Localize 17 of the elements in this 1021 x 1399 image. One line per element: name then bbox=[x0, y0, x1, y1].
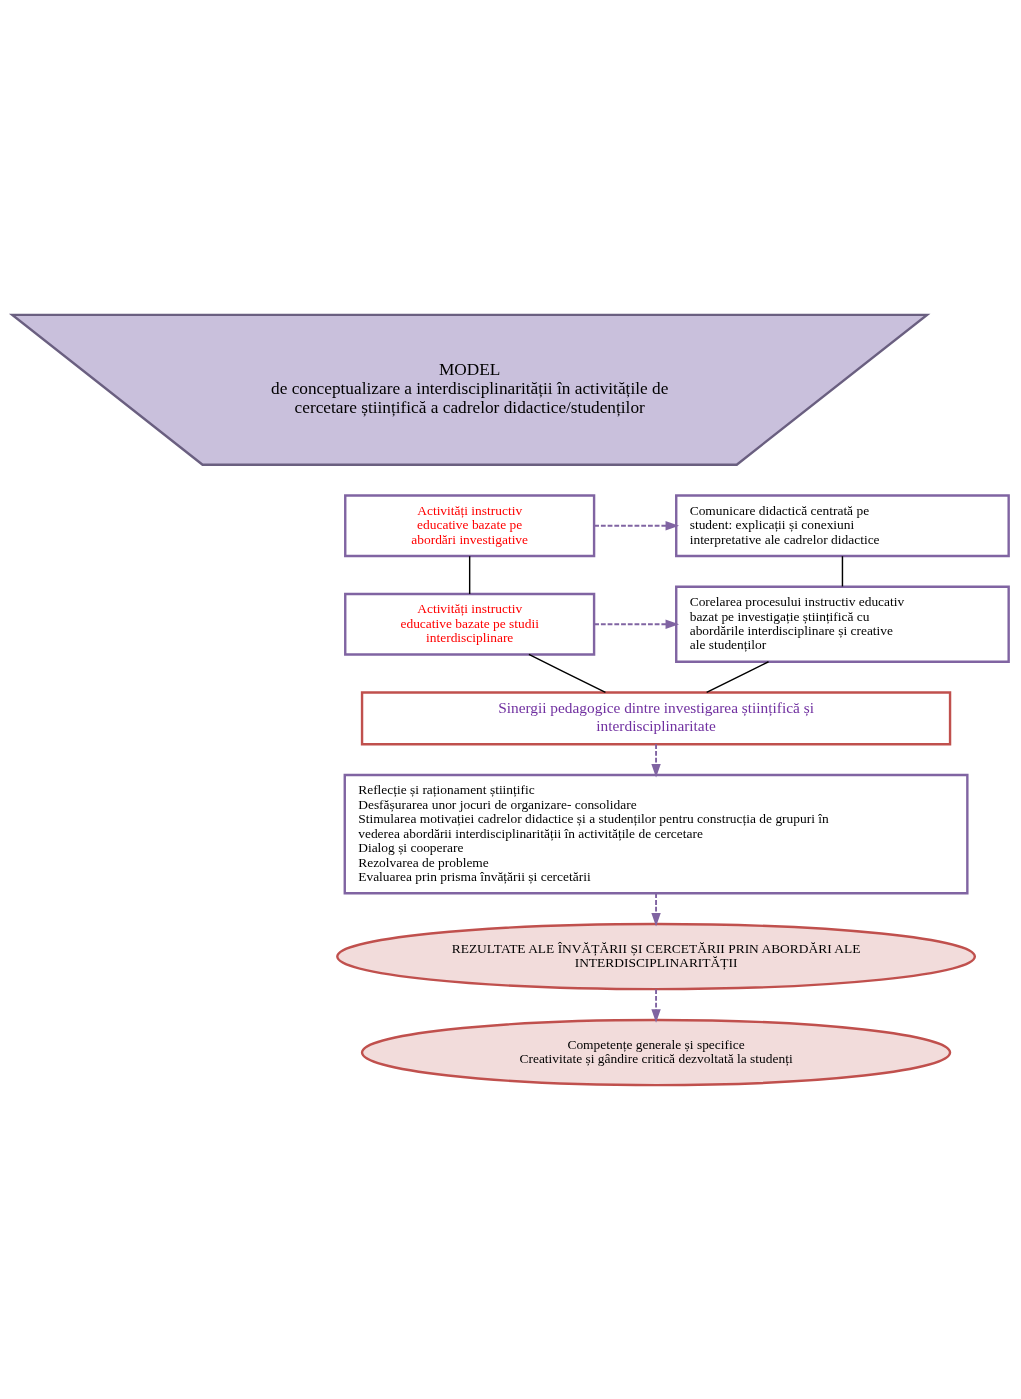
node-ellipse: Competențe generale și specifice Creativitate și gândire critică dezvoltată la studenți bbox=[360, 1018, 952, 1086]
node-box: Reflecție și raționament științific Desfășurarea unor jocuri de organizare- consolidare Stimularea motivației cadrelor didactice și a studenților pentru construcția de grupuri în vederea abordării interdisciplinarității în activitățile de cercetare Dialog și cooperare Rezolvarea de probleme Evaluarea prin prisma învățării și cercetării bbox=[343, 773, 969, 894]
arrow bbox=[593, 619, 680, 629]
connector bbox=[528, 653, 607, 693]
arrow bbox=[651, 987, 661, 1023]
node-box: Sinergii pedagogice dintre investigarea științifică și interdisciplinaritate bbox=[360, 690, 952, 745]
node-ellipse: REZULTATE ALE ÎNVĂȚĂRII ȘI CERCETĂRII PRIN ABORDĂRI ALE INTERDISCIPLINARITĂȚII bbox=[336, 922, 977, 990]
node-box: Activități instructiv educative bazate pe studii interdisciplinare bbox=[344, 592, 596, 656]
connector bbox=[841, 554, 844, 587]
node-box: Comunicare didactică centrată pe student: explicații și conexiuni interpretative ale cadrelor didactice bbox=[675, 493, 1010, 557]
connector bbox=[468, 554, 471, 595]
connector bbox=[705, 660, 770, 693]
node-box: Corelarea procesului instructiv educativ bazat pe investigație științifică cu abordările interdisciplinare și creative ale studenților bbox=[675, 585, 1010, 663]
arrow bbox=[651, 742, 661, 778]
node-box: Activități instructiv educative bazate pe abordări investigative bbox=[344, 493, 596, 557]
arrow bbox=[593, 520, 680, 530]
arrow bbox=[651, 891, 661, 927]
